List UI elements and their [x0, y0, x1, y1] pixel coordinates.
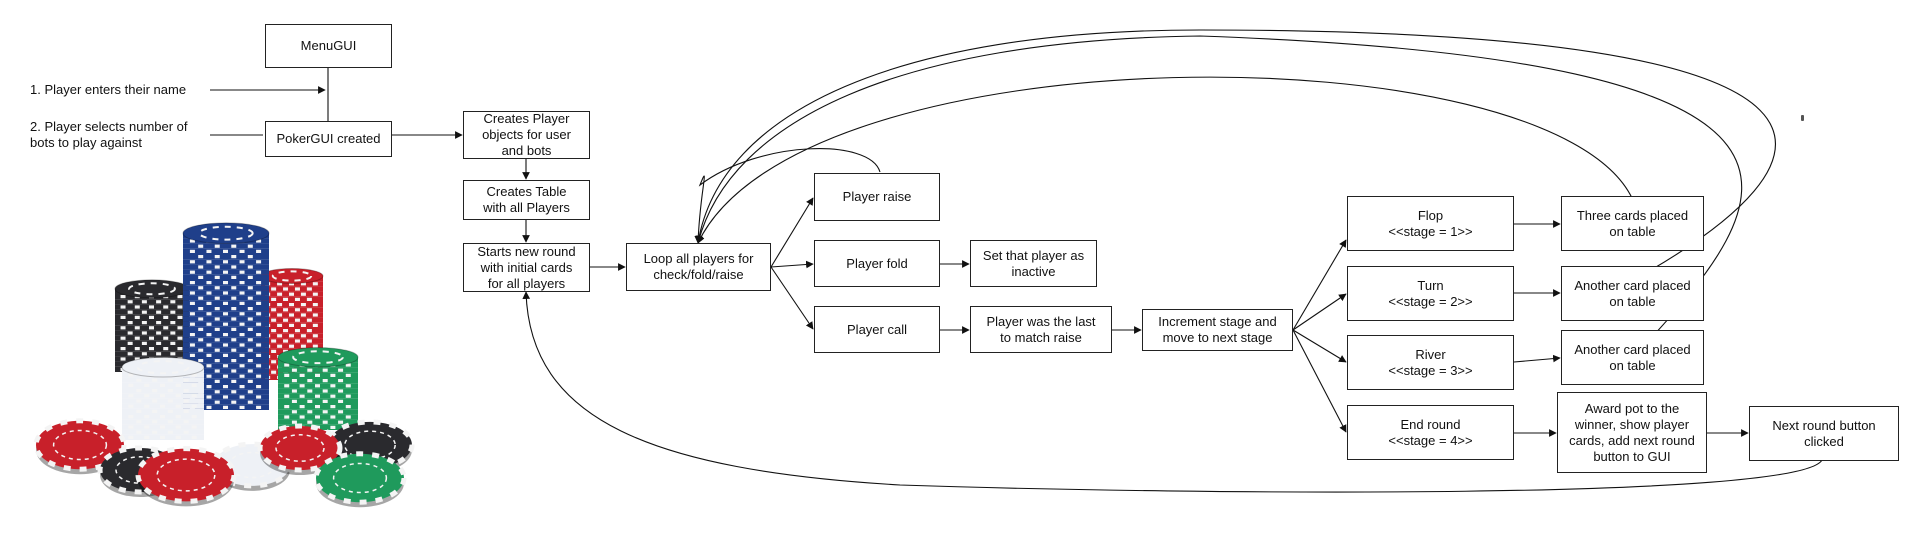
- loop-turn-back: [695, 29, 1776, 283]
- chip-loose-green: [313, 451, 407, 508]
- arrow-increment-to-river: [1292, 329, 1347, 363]
- node-next-round-button: Next round button clicked: [1749, 406, 1899, 461]
- arrow-loop-to-call: [770, 266, 814, 330]
- node-player-fold: Player fold: [814, 240, 940, 287]
- node-end-round: End round <<stage = 4>>: [1347, 405, 1514, 460]
- loop-flop-back: [697, 76, 1633, 244]
- node-flop: Flop <<stage = 1>>: [1347, 196, 1514, 251]
- node-loop-players: Loop all players for check/fold/raise: [626, 243, 771, 291]
- chip-loose-red-left: [33, 418, 127, 475]
- node-new-round: Starts new round with initial cards for …: [463, 243, 590, 292]
- step-select-bots: 2. Player selects number of bots to play…: [30, 119, 188, 150]
- arrow-loop-to-raise: [770, 197, 814, 268]
- chip-loose-red-front: [135, 446, 237, 507]
- loop-next-round-back: [522, 291, 1823, 493]
- arrow-increment-to-turn: [1292, 293, 1347, 331]
- arrow-river-to-card: [1513, 354, 1561, 363]
- node-set-inactive: Set that player as inactive: [970, 240, 1097, 287]
- node-another-card-turn: Another card placed on table: [1561, 266, 1704, 321]
- node-create-players: Creates Player objects for user and bots: [463, 111, 590, 159]
- loop-raise-back: [694, 148, 881, 244]
- chip-stack-blue: [182, 222, 270, 410]
- node-increment-stage: Increment stage and move to next stage: [1142, 309, 1293, 351]
- chip-stack-white: [121, 356, 205, 440]
- node-river: River <<stage = 3>>: [1347, 335, 1514, 390]
- node-poker-gui: PokerGUI created: [265, 121, 392, 157]
- arrow-increment-to-end: [1292, 329, 1347, 433]
- loop-river-back: [696, 35, 1743, 351]
- node-last-to-match: Player was the last to match raise: [970, 306, 1112, 353]
- chip-stack-green: [277, 347, 359, 430]
- node-award-pot: Award pot to the winner, show player car…: [1557, 392, 1707, 473]
- node-another-card-river: Another card placed on table: [1561, 330, 1704, 385]
- node-menu-gui: MenuGUI: [265, 24, 392, 68]
- step-enter-name: 1. Player enters their name: [30, 82, 187, 97]
- stray-mark: [1801, 115, 1804, 121]
- node-player-call: Player call: [814, 306, 940, 353]
- node-three-cards: Three cards placed on table: [1561, 196, 1704, 251]
- arrow-increment-to-flop: [1292, 239, 1347, 331]
- node-turn: Turn <<stage = 2>>: [1347, 266, 1514, 321]
- node-create-table: Creates Table with all Players: [463, 180, 590, 220]
- chip-loose-red-right: [257, 423, 343, 475]
- arrow-loop-to-fold: [770, 260, 814, 269]
- node-player-raise: Player raise: [814, 173, 940, 221]
